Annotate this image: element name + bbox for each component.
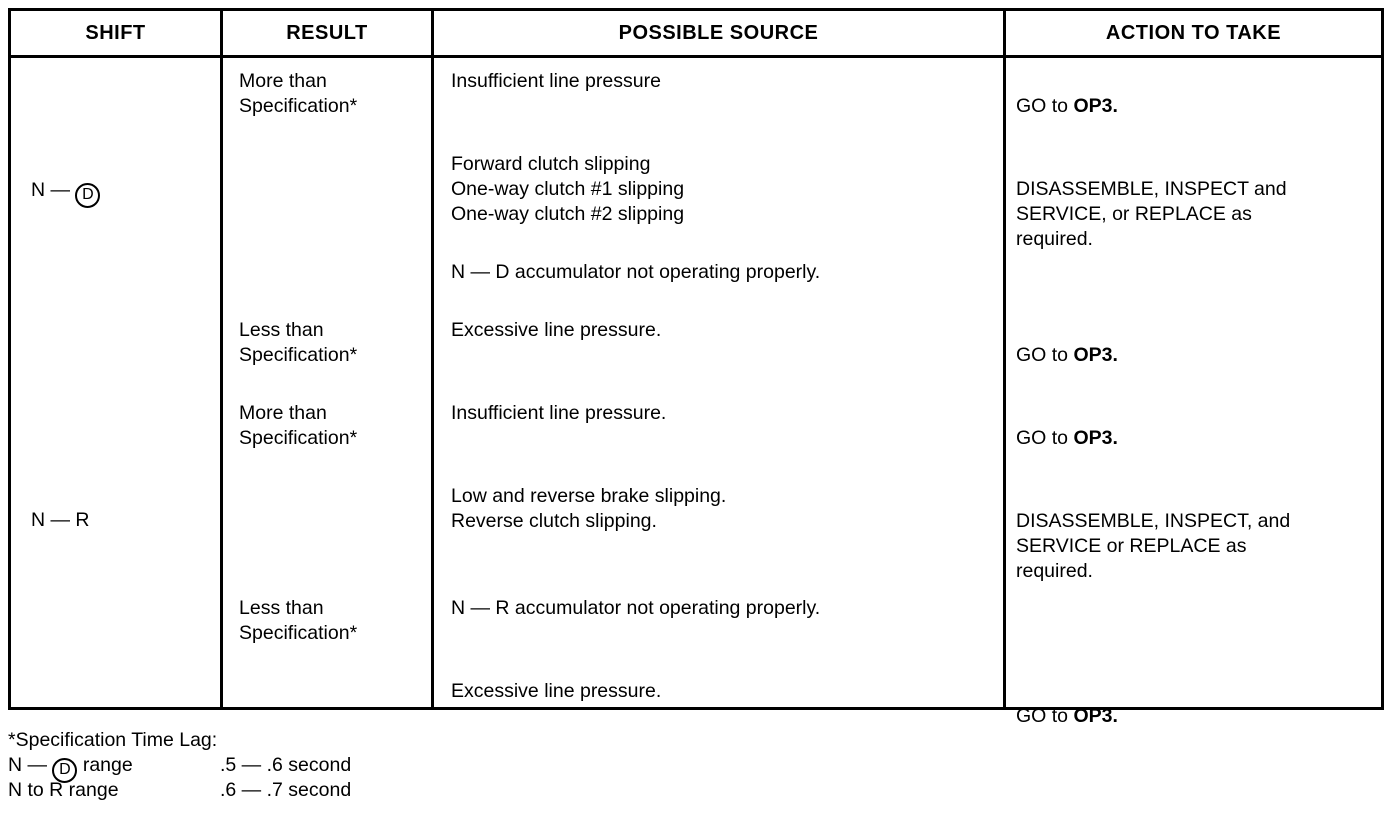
action-cell-6: GO to OP3. (1016, 679, 1376, 729)
footnote-label-prefix: N — (8, 754, 53, 776)
result-cell-4: Less than Specification* (239, 597, 358, 644)
result-cell-1: More than Specification* (239, 70, 358, 117)
column-divider-result-source (431, 11, 434, 707)
header-divider (11, 55, 1381, 58)
shift-label-prefix: N — (31, 179, 76, 201)
action-text-plain: DISASSEMBLE, INSPECT and SERVICE, or REP… (1016, 178, 1287, 250)
action-cell-4: GO to OP3. (1016, 401, 1376, 451)
action-text-bold: OP3. (1073, 705, 1118, 727)
source-cell-4: Excessive line pressure. (451, 319, 662, 341)
column-header-result: RESULT (286, 22, 368, 44)
result-cell-2: Less than Specification* (239, 319, 358, 366)
shift-label-n-r: N — R (31, 509, 90, 531)
footnote-row-value: .5 — .6 second (220, 754, 352, 776)
source-cell-6: Low and reverse brake slipping. Reverse … (451, 485, 727, 532)
footnote-label-suffix: range (77, 754, 133, 776)
source-cell-3: N — D accumulator not operating properly… (451, 261, 821, 283)
action-text-plain: GO to (1016, 344, 1074, 366)
source-cell-1: Insufficient line pressure (451, 70, 661, 92)
footnote-row-label: N to R range (8, 779, 119, 801)
action-text-plain: GO to (1016, 427, 1074, 449)
action-text-plain: GO to (1016, 95, 1074, 117)
column-header-shift: SHIFT (85, 22, 146, 44)
footnote-row-value: .6 — .7 second (220, 779, 352, 801)
action-text-plain: DISASSEMBLE, INSPECT, and SERVICE or REP… (1016, 510, 1291, 582)
source-cell-8: Excessive line pressure. (451, 680, 662, 702)
action-text-bold: OP3. (1073, 427, 1118, 449)
action-text-bold: OP3. (1073, 344, 1118, 366)
shift-cell-n-d: N — D (31, 153, 216, 208)
action-cell-2: DISASSEMBLE, INSPECT and SERVICE, or REP… (1016, 152, 1376, 252)
circled-d-glyph: D (75, 183, 101, 208)
source-cell-5: Insufficient line pressure. (451, 402, 667, 424)
column-header-action-to-take: ACTION TO TAKE (1105, 22, 1282, 44)
action-text-bold: OP3. (1073, 95, 1118, 117)
circled-d-glyph: D (52, 758, 78, 783)
action-cell-3: GO to OP3. (1016, 318, 1376, 368)
source-cell-7: N — R accumulator not operating properly… (451, 597, 821, 619)
action-cell-5: DISASSEMBLE, INSPECT, and SERVICE or REP… (1016, 484, 1376, 584)
diagnosis-table: SHIFT RESULT POSSIBLE SOURCE ACTION TO T… (8, 8, 1384, 727)
result-cell-3: More than Specification* (239, 402, 358, 449)
source-cell-2: Forward clutch slipping One-way clutch #… (451, 153, 685, 225)
column-header-possible-source: POSSIBLE SOURCE (618, 22, 819, 44)
action-cell-1: GO to OP3. (1016, 69, 1376, 119)
column-divider-source-action (1003, 11, 1006, 707)
shift-cell-n-r: N — R (31, 483, 216, 533)
footnote-title-text: *Specification Time Lag: (8, 729, 218, 751)
column-divider-shift-result (220, 11, 223, 707)
action-text-plain: GO to (1016, 705, 1074, 727)
footnote-row-label: N — D range (8, 753, 133, 783)
